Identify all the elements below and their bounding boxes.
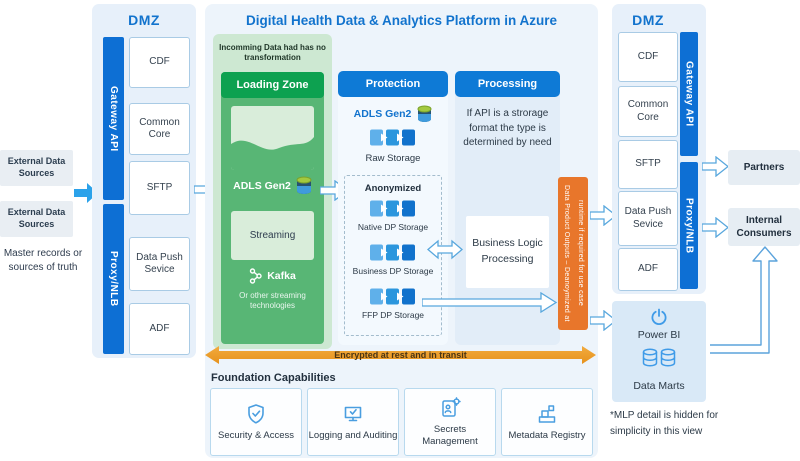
proxy-nlb-bar: Proxy/NLB <box>103 204 124 354</box>
master-records-note: Master records or sources of truth <box>3 248 83 273</box>
foundation-box-security: Security & Access <box>210 388 302 456</box>
gateway-api-bar: Gateway API <box>103 37 124 200</box>
blocks-icon <box>538 405 556 423</box>
power-icon <box>651 308 667 325</box>
processing-header: Processing <box>455 71 560 97</box>
loading-zone-panel: Incomming Data had has no transformation… <box>213 34 332 349</box>
proxy-nlb-bar-right: Proxy/NLB <box>680 162 698 289</box>
data-lake-shape <box>231 106 314 170</box>
partners-box: Partners <box>728 150 800 185</box>
dmz-left-box-cdf: CDF <box>129 37 190 88</box>
foundation-label: Secrets Management <box>422 423 478 447</box>
raw-storage-label: Raw Storage <box>365 152 421 164</box>
encrypted-arrow <box>205 346 596 364</box>
dmz-right-box-sftp: SFTP <box>618 140 678 189</box>
dmz-left-panel: DMZ Gateway API Proxy/NLB CDF Common Cor… <box>92 4 196 358</box>
adls-cylinder-icon <box>417 105 432 122</box>
foundation-label: Logging and Auditing <box>308 429 398 441</box>
flow-arrow-outputs-to-dmz <box>590 205 617 226</box>
anonymized-group: Anonymized Native DP Storage Business DP… <box>344 175 442 336</box>
business-logic-box: Business Logic Processing <box>466 216 549 288</box>
platform-title: Digital Health Data & Analytics Platform… <box>245 13 558 28</box>
internal-consumers-box: Internal Consumers <box>728 208 800 246</box>
flow-arrow-outputs-to-powerbi <box>590 310 617 331</box>
ffp-dp-storage-icon <box>370 288 415 305</box>
data-product-outputs-bar: Data Product Outputs – Deanoymized at ru… <box>558 177 588 330</box>
platform-panel: Digital Health Data & Analytics Platform… <box>205 4 598 458</box>
kafka-row: Kafka <box>221 267 324 285</box>
foundation-label: Metadata Registry <box>508 429 586 441</box>
anonymized-label: Anonymized <box>364 183 422 194</box>
native-dp-storage-icon <box>370 200 415 217</box>
encrypted-label: Encrypted at rest and in transit <box>334 350 467 360</box>
flow-arrow-to-internal <box>702 217 729 238</box>
kafka-note: Or other streaming technologies <box>239 290 306 310</box>
id-card-gear-icon <box>442 396 461 417</box>
kafka-icon <box>249 268 262 284</box>
gateway-api-bar-right: Gateway API <box>680 32 698 156</box>
powerbi-label: Power BI <box>637 329 681 341</box>
dmz-left-box-data-push: Data Push Sevice <box>129 237 190 291</box>
protection-header: Protection <box>338 71 448 97</box>
dmz-right-box-data-push: Data Push Sevice <box>618 191 678 246</box>
dmz-right-box-common-core: Common Core <box>618 86 678 137</box>
loading-zone-column: Loading Zone ADLS Gen2 Streaming <box>221 72 324 344</box>
dmz-left-title: DMZ <box>128 12 160 28</box>
dmz-left-box-sftp: SFTP <box>129 161 190 215</box>
raw-storage-icon <box>370 129 415 146</box>
dmz-right-box-cdf: CDF <box>618 32 678 82</box>
flow-arrow-storage-logic-bidirectional <box>427 239 464 260</box>
dmz-left-box-common-core: Common Core <box>129 103 190 155</box>
foundation-box-logging: Logging and Auditing <box>307 388 399 456</box>
flow-arrow-to-partners <box>702 156 729 177</box>
external-data-sources-2: External Data Sources <box>0 201 73 237</box>
lake-wave-icon <box>231 137 314 170</box>
protection-adls-row: ADLS Gen2 <box>338 104 448 124</box>
flow-connector-marts-to-internal <box>710 246 778 354</box>
dmz-right-panel: DMZ CDF Common Core SFTP Data Push Sevic… <box>612 4 706 294</box>
adls-cylinder-icon <box>296 176 312 194</box>
ffp-dp-storage-label: FFP DP Storage <box>361 310 425 320</box>
adls-gen2-row: ADLS Gen2 <box>221 176 324 196</box>
dmz-right-box-adf: ADF <box>618 248 678 291</box>
streaming-box: Streaming <box>231 211 314 260</box>
business-dp-storage-icon <box>370 244 415 261</box>
powerbi-panel: Power BI Data Marts <box>612 301 706 402</box>
foundation-box-secrets: Secrets Management <box>404 388 496 456</box>
shield-check-icon <box>248 404 264 424</box>
native-dp-storage-label: Native DP Storage <box>357 222 429 232</box>
dmz-right-title: DMZ <box>632 12 664 28</box>
foundation-box-metadata: Metadata Registry <box>501 388 593 456</box>
external-data-sources-1: External Data Sources <box>0 150 73 186</box>
business-dp-storage-label: Business DP Storage <box>352 266 434 276</box>
foundation-title: Foundation Capabilities <box>211 372 336 384</box>
processing-note: If API is a strorage format the type is … <box>463 108 552 149</box>
monitor-check-icon <box>344 406 362 422</box>
data-marts-icon <box>642 348 676 367</box>
flow-arrow-ffp-to-outputs <box>422 292 558 313</box>
loading-zone-header: Loading Zone <box>221 72 324 98</box>
data-marts-label: Data Marts <box>633 380 685 392</box>
foundation-label: Security & Access <box>217 429 295 441</box>
external-source-label: External Data Sources <box>7 156 66 178</box>
dmz-left-box-adf: ADF <box>129 303 190 355</box>
mlp-footnote: *MLP detail is hidden for simplicity in … <box>610 410 719 437</box>
loading-zone-note: Incomming Data had has no transformation <box>219 42 326 62</box>
external-source-label: External Data Sources <box>7 207 66 229</box>
